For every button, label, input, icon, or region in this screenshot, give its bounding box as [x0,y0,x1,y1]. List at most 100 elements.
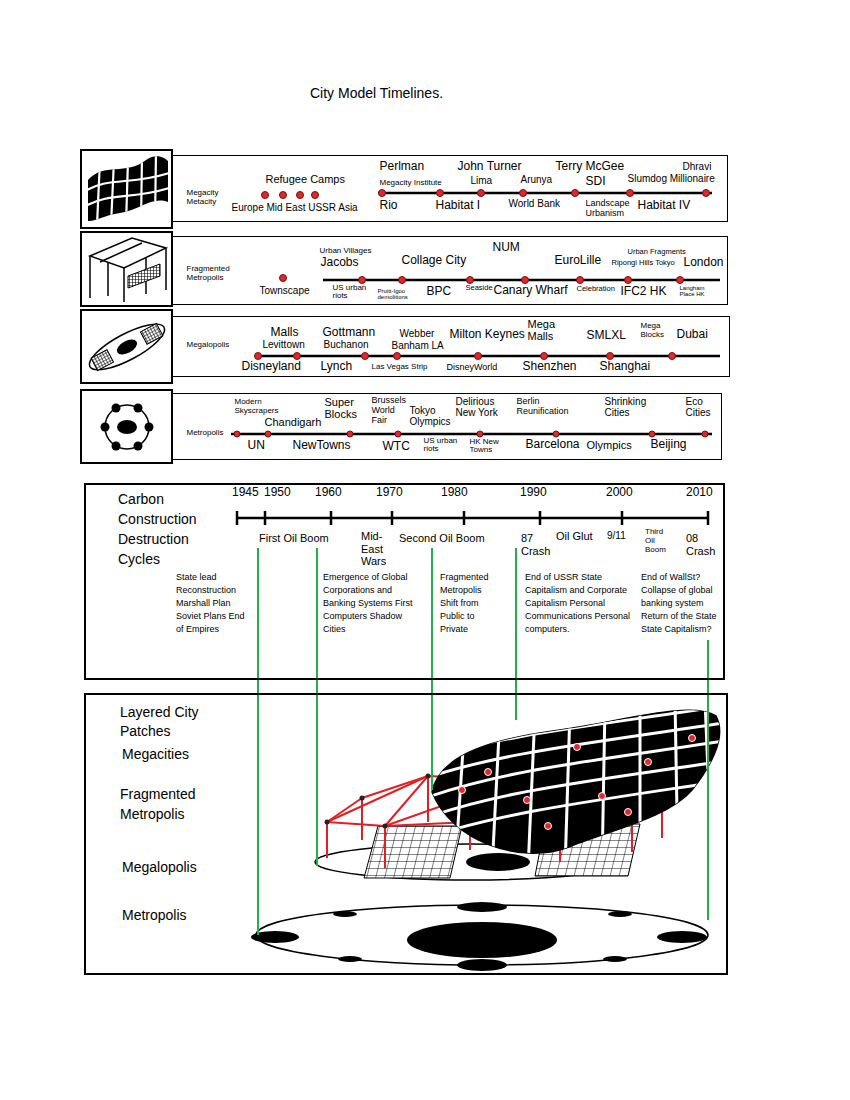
megacity-patch [639,700,642,870]
layer-label: Megacities [122,746,189,762]
timeline-dot [703,190,710,197]
timeline-label: World Bank [509,198,561,210]
timeline-label: Lima [471,175,493,187]
icon-megalopolis [81,310,172,383]
timeline-label: IFC2 HK [621,285,667,299]
frame-node [325,820,330,825]
frame-node [426,774,431,779]
event-label: 87 Crash [521,532,555,557]
megacity-patch [420,700,730,870]
timeline-label: Terry McGee [556,160,625,174]
layer-label: Fragmented Metropolis [120,785,220,824]
timeline-dot [312,192,319,199]
timeline-label: SDI [586,175,606,189]
megacity-grid [97,160,100,225]
cycle-axis [391,511,394,525]
timeline-label: Habitat I [436,199,481,213]
megacity-patch [602,705,605,870]
timeline-dot [625,277,632,284]
event-label: 9/11 [607,530,626,542]
megacity-patch [459,735,696,830]
layered-panel: Layered City PatchesMegacitiesFragmented… [84,693,728,975]
timeline-label: DisneyWorld [447,362,498,372]
diagram-title: City Model Timelines. [310,85,443,101]
timeline-label: Landscape Urbanism [586,198,632,219]
cycle-marker-line [258,548,708,935]
note-text: End of WallSt? Collapse of global bankin… [641,571,719,636]
megacity-grid [126,160,128,225]
cycle-axis [539,511,542,525]
cycle-axis [264,511,267,525]
timeline-label: Buchanon [324,339,369,351]
megalopolis-layer [364,826,462,878]
fragmented-frame [384,826,386,868]
timeline-label: US urban riots [424,437,460,455]
timeline-label: Las Vegas Strip [372,362,428,371]
timeline-label: Canary Wharf [494,284,568,298]
megalopolis-symbol [84,316,170,378]
timeline-label: Slumdog Millionaire [628,173,715,185]
ring [105,405,149,449]
year-label: 1945 [232,486,259,500]
frame-symbol [89,256,91,298]
timeline-dot [262,192,269,199]
megacity-patch [524,797,531,804]
satellites [101,423,110,432]
timeline-dot [234,431,240,437]
megacity-patch [420,705,730,760]
megacity-patch [420,700,730,870]
cycle-panel: Carbon Construction Destruction Cycles19… [84,483,725,680]
frame-symbol [165,248,167,290]
icon-box [81,150,172,228]
timeline-dot [347,431,353,437]
metropolis-layer [338,956,362,962]
frame-node [360,796,365,801]
cycle-axis [463,511,466,525]
timeline-dot [553,431,559,437]
megacity-patch [420,722,730,780]
satellites [101,404,154,451]
icon-box [81,390,172,463]
cycle-marker-line [257,548,259,935]
metropolis-layer [407,922,557,958]
band-label: Megacity Metacity [187,188,225,206]
timeline-dot [649,431,655,437]
frame-symbol [107,262,109,296]
frame-symbol [123,268,125,302]
timeline-label: NUM [493,241,520,255]
fragmented-frame [327,798,362,822]
timeline-band: Fragmented MetropolisTownscapeUrban Vill… [172,236,728,305]
megacity-patch [545,823,552,830]
event-label: Third Oil Boom [645,527,675,555]
timeline-label: London [684,256,724,270]
metropolis-layer [608,911,632,917]
frame-symbol [100,243,142,262]
timeline-dot [541,353,548,360]
megalopolis-layer [466,853,530,871]
cycle-marker-line [316,548,318,866]
timeline-band: MegalopolisMallsLevittownDisneylandGottm… [172,316,730,377]
timeline-label: Shenzhen [523,360,577,374]
cycle-axis [330,511,333,525]
year-label: 2000 [606,486,633,500]
timeline-label: Habitat IV [638,199,691,213]
timeline-dot [572,190,579,197]
megacity-patch [599,793,606,800]
metropolis-layer [457,959,507,971]
timeline-dot [362,353,369,360]
timeline-dot [522,277,529,284]
megacity-grid [111,160,114,225]
metropolis-layer [603,956,627,962]
cycle-axis [237,511,708,525]
timeline-label: Delirious New York [456,396,502,419]
timeline-label: HK New Towns [470,438,502,456]
year-label: 1950 [264,486,291,500]
timeline-dot [359,277,366,284]
timeline-axis [231,193,720,434]
cycle-marker-line [431,548,433,790]
cycle-axis [236,511,239,525]
timeline-dot [255,353,262,360]
timeline-label: Perlman [380,160,425,174]
note-text: State lead Reconstruction Marshall Plan … [176,571,248,636]
